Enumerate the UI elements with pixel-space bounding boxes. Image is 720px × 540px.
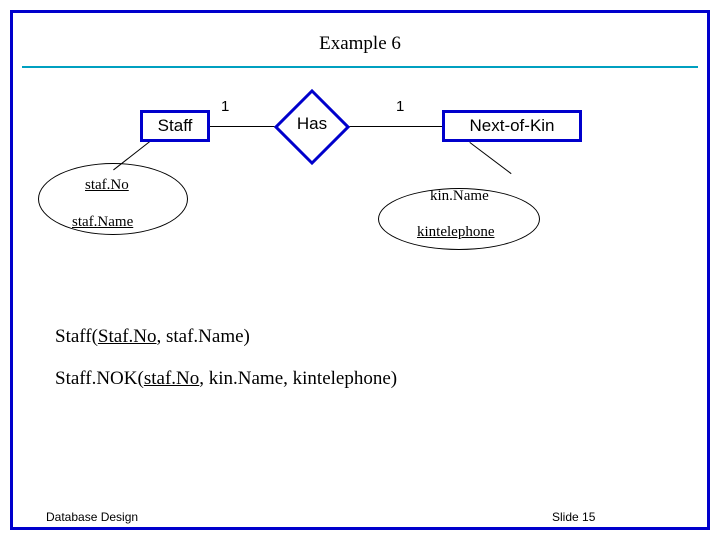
attribute-staff-no: staf.No [85, 177, 129, 193]
relationship-has-label: Has [296, 114, 328, 133]
attribute-ellipse-staff [38, 163, 188, 235]
relation-schema-staff-nok: Staff.NOK(staf.No, kin.Name, kintelephon… [55, 368, 397, 390]
page-title: Example 6 [319, 33, 401, 54]
entity-next-of-kin[interactable]: Next-of-Kin [442, 110, 582, 142]
attribute-staff-name: staf.Name [72, 214, 134, 230]
cardinality-right: 1 [396, 98, 405, 115]
cardinality-left: 1 [221, 98, 230, 115]
connector-has-nok [334, 126, 444, 127]
schema-nok-key: staf.No [143, 368, 200, 389]
title-divider [22, 66, 698, 68]
footer-slide-number: Slide 15 [552, 510, 596, 524]
attribute-ellipse-next-of-kin [378, 188, 540, 250]
attribute-kin-telephone: kintelephone [417, 224, 495, 240]
connector-staff-has [208, 126, 290, 127]
entity-staff[interactable]: Staff [140, 110, 210, 142]
relation-schema-staff: Staff(Staf.No, staf.Name) [55, 326, 250, 348]
schema-staff-rest: , staf.Name) [156, 326, 250, 347]
attribute-kin-name: kin.Name [430, 188, 489, 204]
footer-course-label: Database Design [46, 510, 139, 524]
schema-staff-key: Staf.No [97, 326, 157, 347]
schema-staff-prefix: Staff( [55, 326, 98, 347]
schema-nok-rest: , kin.Name, kintelephone) [199, 368, 398, 389]
slide-border [10, 10, 710, 530]
schema-nok-prefix: Staff.NOK( [55, 368, 144, 389]
